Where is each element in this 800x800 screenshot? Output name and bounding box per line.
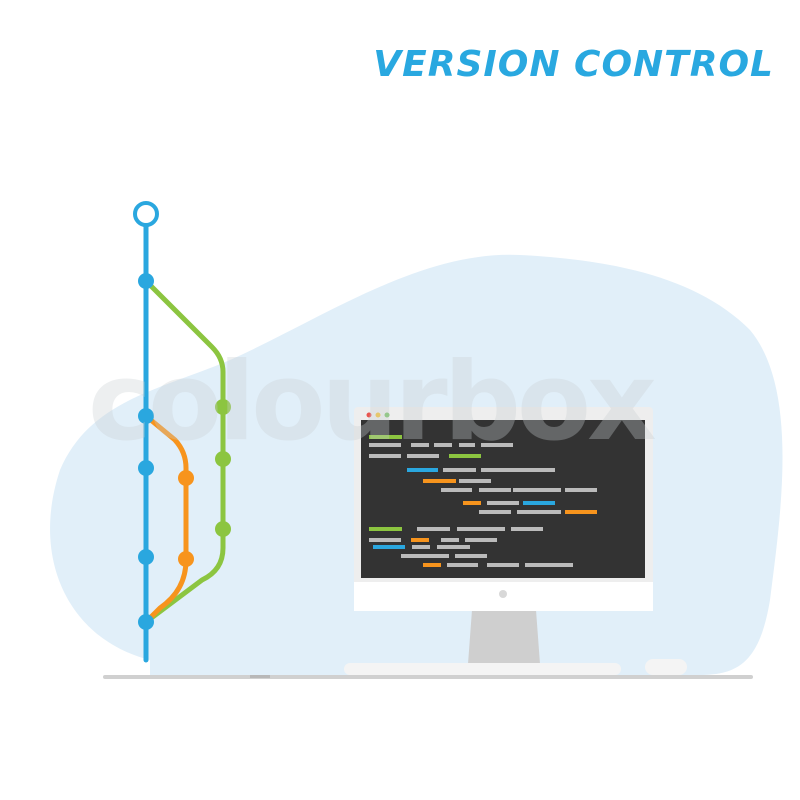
code-line [513,488,561,492]
code-line [423,479,456,483]
code-line [441,488,472,492]
code-line [401,554,449,558]
keyboard [344,663,621,675]
code-line [481,443,513,447]
commit-icon [215,521,231,537]
code-line [523,501,555,505]
code-line [487,563,519,567]
monitor-stand [468,610,540,664]
code-line [434,443,452,447]
code-line [455,554,487,558]
traffic-light-dots-icon [366,412,390,418]
code-line [449,454,481,458]
commit-icon [138,549,154,565]
code-line [441,538,459,542]
code-line [487,501,519,505]
code-line [369,435,402,439]
code-line [369,454,401,458]
code-line [517,510,561,514]
commit-icon [138,460,154,476]
commit-icon [215,399,231,415]
code-line [423,563,441,567]
code-line [465,538,497,542]
code-line [437,545,470,549]
code-line [457,527,505,531]
code-line [479,488,511,492]
commit-icon [138,408,154,424]
code-line [443,468,476,472]
start-commit-icon [133,201,159,227]
code-line [411,538,429,542]
code-line [447,563,478,567]
monitor-button-icon [499,590,507,598]
commit-icon [138,614,154,630]
code-line [481,468,555,472]
code-line [459,479,491,483]
floor-line [103,675,753,679]
code-line [411,443,429,447]
commit-icon [178,470,194,486]
code-line [369,443,401,447]
commit-icon [138,273,154,289]
orange-branch-line [143,413,189,625]
code-line [417,527,450,531]
monitor [354,407,653,664]
git-graph [133,201,231,663]
code-line [373,545,405,549]
code-line [463,501,481,505]
code-line [412,545,430,549]
code-lines [369,435,597,567]
code-line [407,468,438,472]
code-line [511,527,543,531]
mouse [645,659,687,675]
page-title: VERSION CONTROL [373,44,774,85]
code-line [565,510,597,514]
code-line [565,488,597,492]
code-line [407,454,439,458]
code-line [525,563,573,567]
floor-shadow [250,675,270,678]
code-line [369,527,402,531]
commit-icon [215,451,231,467]
commit-icon [178,551,194,567]
code-line [459,443,475,447]
code-line [479,510,511,514]
code-line [369,538,401,542]
